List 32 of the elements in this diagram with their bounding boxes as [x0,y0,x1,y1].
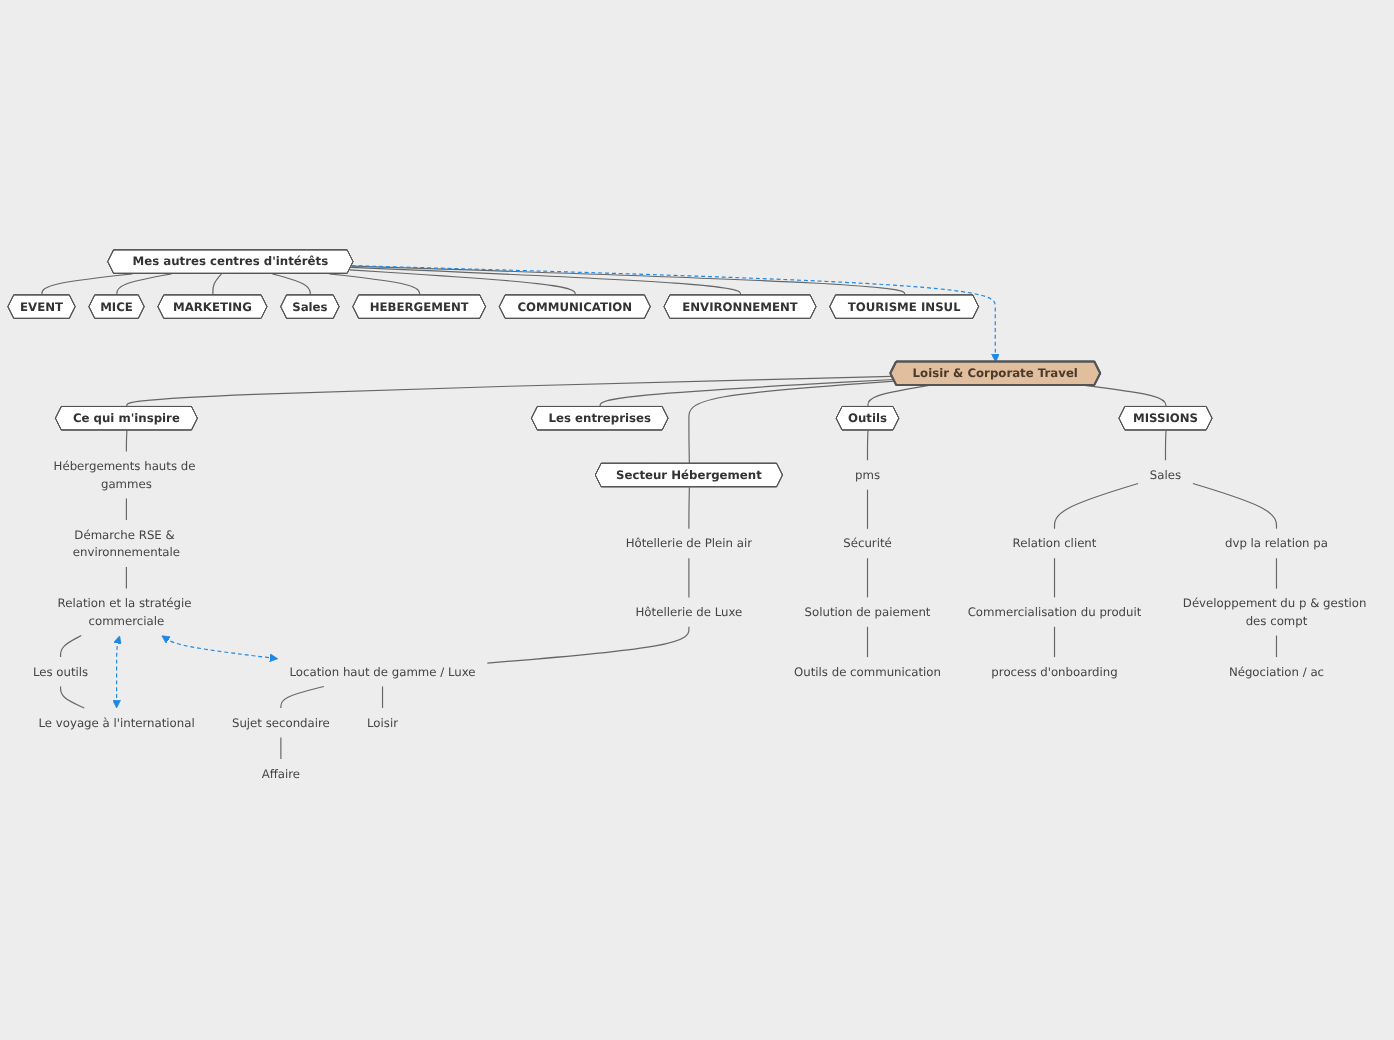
connector [126,376,893,409]
connector [59,635,82,659]
connector [280,737,282,761]
connector [125,567,127,591]
connector [688,487,690,531]
connector [125,498,127,522]
connector [1164,430,1167,462]
connector [688,558,690,599]
connector [125,430,128,454]
connector [1053,558,1056,599]
connector [599,379,895,409]
connector [866,627,869,659]
connector [1192,483,1278,531]
arrow [161,636,279,663]
connector [59,686,85,710]
connector [280,686,325,710]
connector [349,270,576,297]
connector [866,558,869,599]
arrow [351,266,1000,364]
connector [1275,558,1278,591]
arrow [112,636,122,710]
connector [350,266,906,297]
connector [486,627,690,665]
connector [350,267,742,297]
connector [1053,483,1139,531]
connector [866,490,869,531]
connector [866,430,869,462]
connector [381,686,384,710]
connector [1053,627,1056,659]
connector [1275,635,1278,659]
connector [688,381,896,466]
connector [212,274,223,297]
